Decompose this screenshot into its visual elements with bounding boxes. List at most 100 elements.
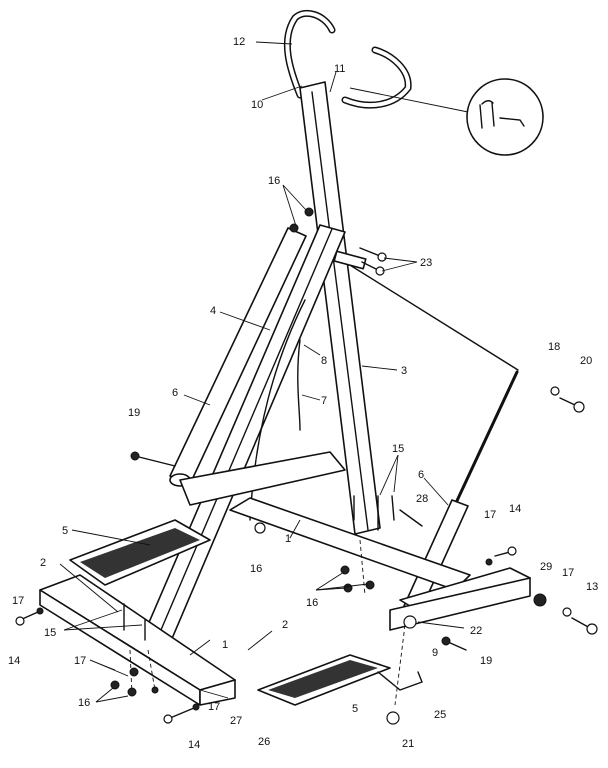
washer-17-left [36,607,44,615]
callout-20: 20 [580,355,592,367]
callout-22: 22 [470,625,482,637]
upright-post-edge [311,91,369,531]
nut-16-c1 [340,565,350,575]
nut-16-l3 [129,667,139,677]
bolt-19-b-head [441,636,451,646]
callout-26: 26 [258,736,270,748]
callout-28: 28 [416,493,428,505]
nut-16-top-b [289,223,299,233]
detail-clamp [479,100,495,129]
callout-17-right: 17 [484,509,496,521]
nut-16-mid [254,522,266,534]
callout-5-left: 5 [62,525,68,537]
bolt-28 [399,509,423,527]
callout-17-lower-left: 17 [74,655,86,667]
callout-14-right: 14 [509,503,521,515]
callout-2-center: 2 [282,619,288,631]
bolt-15-c [391,495,395,521]
callout-5-right: 5 [352,703,358,715]
nut-16-l1 [110,680,120,690]
callout-1-left: 1 [222,639,228,651]
left-base-rail-end [199,679,236,706]
right-arm-rod [453,370,519,507]
callout-29: 29 [540,561,552,573]
bushing-22 [403,615,417,629]
right-pedal-tread [268,660,378,698]
callout-6-left: 6 [172,387,178,399]
bolt-14-right [494,551,511,557]
callout-23: 23 [420,257,432,269]
rear-base-beam [179,451,346,506]
callout-10: 10 [251,99,263,111]
bolt-14-right-head [507,546,517,556]
callout-4: 4 [210,305,216,317]
callout-13: 13 [586,581,598,593]
dash-line-2 [359,539,366,596]
nut-16-l2 [127,687,137,697]
callout-21: 21 [402,738,414,750]
callout-27: 27 [230,715,242,727]
callout-15-mid: 15 [392,443,404,455]
nut-21 [386,711,400,725]
callout-3: 3 [401,365,407,377]
callout-15-left: 15 [44,627,56,639]
detail-inset-leader [349,87,469,113]
callout-16-mid: 16 [250,563,262,575]
bolt-23-a [359,247,381,257]
dash-line-1 [394,624,406,706]
bolt-19-a [134,455,176,467]
callout-18: 18 [548,341,560,353]
bolt-19-b [447,641,467,651]
callout-16-center: 16 [306,597,318,609]
bolt-20-head [573,401,585,413]
bolt-20 [559,397,576,406]
callout-12: 12 [233,36,245,48]
bolt-14-left-head [15,616,25,626]
right-base-rail [389,577,531,631]
washer-18 [550,386,560,396]
callout-17-far: 17 [562,567,574,579]
nut-16-c2 [365,580,375,590]
washer-17-bottom [192,703,200,711]
bolt-23-b-head [375,266,385,276]
callout-16-top: 16 [268,175,280,187]
nut-16-l4 [151,686,159,694]
cross-bar [344,261,519,371]
callout-17-left: 17 [12,595,24,607]
detail-clip [499,117,525,127]
bolt-23-a-head [377,252,387,262]
callout-19-right: 19 [480,655,492,667]
callout-14-bottom: 14 [188,739,200,751]
handlebar-grip-left-inner [285,11,334,97]
leader-lines [59,41,465,703]
front-frame-edge [151,228,333,652]
callout-16-lower-left: 16 [78,697,90,709]
bolt-19-a-head [130,451,140,461]
callout-9: 9 [432,647,438,659]
handlebar-grip-right-inner [343,48,411,108]
callout-6-right: 6 [418,469,424,481]
detail-inset-circle [466,78,544,156]
callout-8: 8 [321,355,327,367]
bracket [377,671,423,691]
bolt-13 [571,617,591,629]
nut-16-top [304,207,314,217]
hardware [15,207,598,725]
center-base-beam [229,497,471,591]
callout-7: 7 [321,395,327,407]
callout-2-left: 2 [40,557,46,569]
callout-11: 11 [334,63,345,75]
bolt-23-b [361,261,379,271]
left-pedal-tread [80,528,200,578]
callout-1-center: 1 [285,533,291,545]
callout-labels: 12 11 10 16 23 4 8 3 6 7 18 20 19 15 28 … [8,36,598,751]
washer-17-far [562,607,572,617]
callout-19-left: 19 [128,407,140,419]
nut-29 [533,593,547,607]
callout-14-left: 14 [8,655,20,667]
bolt-13-head [586,623,598,635]
callout-25: 25 [434,709,446,721]
cable [297,339,301,431]
bolt-14-bottom-head [163,714,173,724]
